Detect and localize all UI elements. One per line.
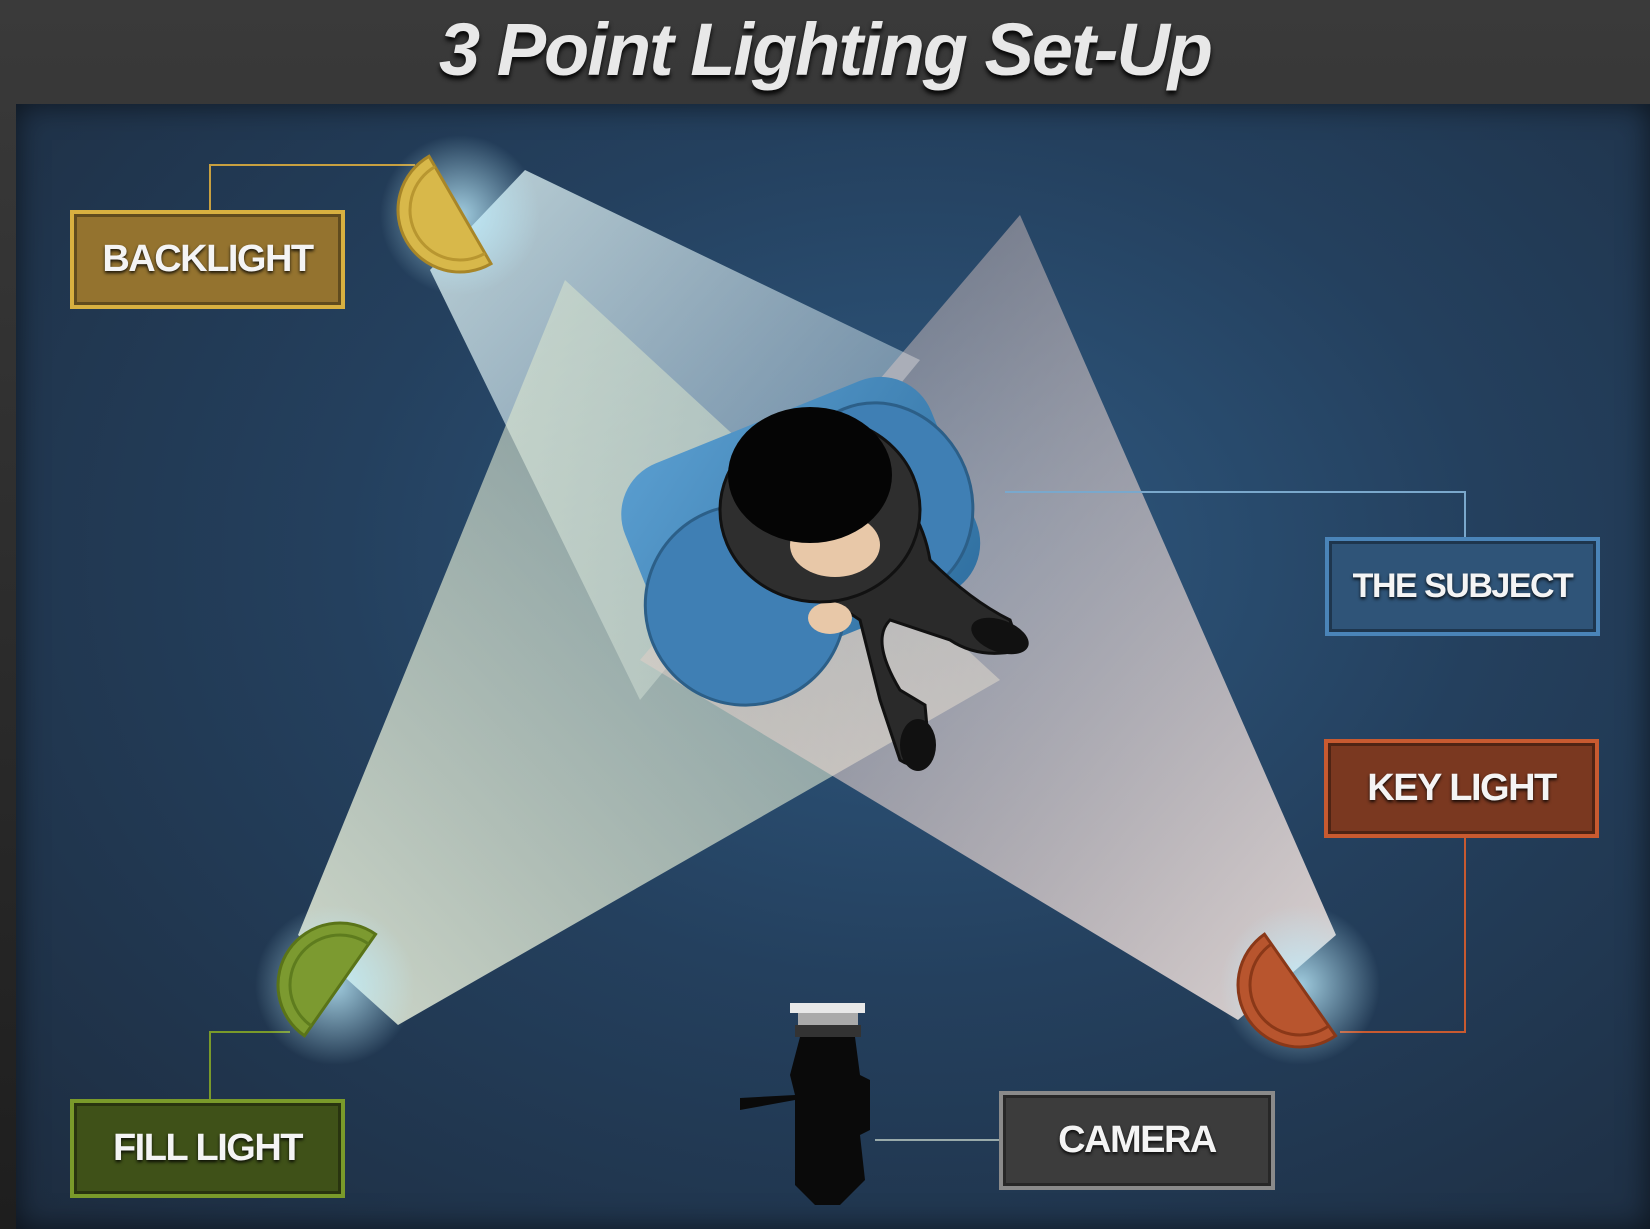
subject-shoe-1 (971, 617, 1029, 655)
subject-connector (1005, 491, 1466, 538)
camera-lens-ring (798, 1013, 858, 1025)
backlight-connector (209, 164, 415, 212)
camera-label: CAMERA (999, 1091, 1275, 1190)
key-light-connector (1340, 838, 1466, 1033)
camera-icon (740, 1003, 870, 1205)
key-light-label: KEY LIGHT (1324, 739, 1599, 838)
fill-light-lamp (276, 921, 378, 1038)
backlight-label: BACKLIGHT (70, 210, 345, 309)
fill-light-connector (209, 1031, 290, 1100)
subject-label: THE SUBJECT (1325, 537, 1600, 636)
diagram-title: 3 Point Lighting Set-Up (438, 8, 1213, 91)
backlight-lamp (396, 154, 494, 274)
subject-hand (808, 602, 852, 634)
subject-shoe-2 (900, 719, 936, 771)
connector-lines (209, 164, 1466, 1141)
key-light-lamp (1236, 932, 1338, 1049)
camera-lens-cap (790, 1003, 865, 1013)
subject-figure (621, 376, 1029, 771)
subject-hat (728, 407, 892, 543)
fill-light-label: FILL LIGHT (70, 1099, 345, 1198)
